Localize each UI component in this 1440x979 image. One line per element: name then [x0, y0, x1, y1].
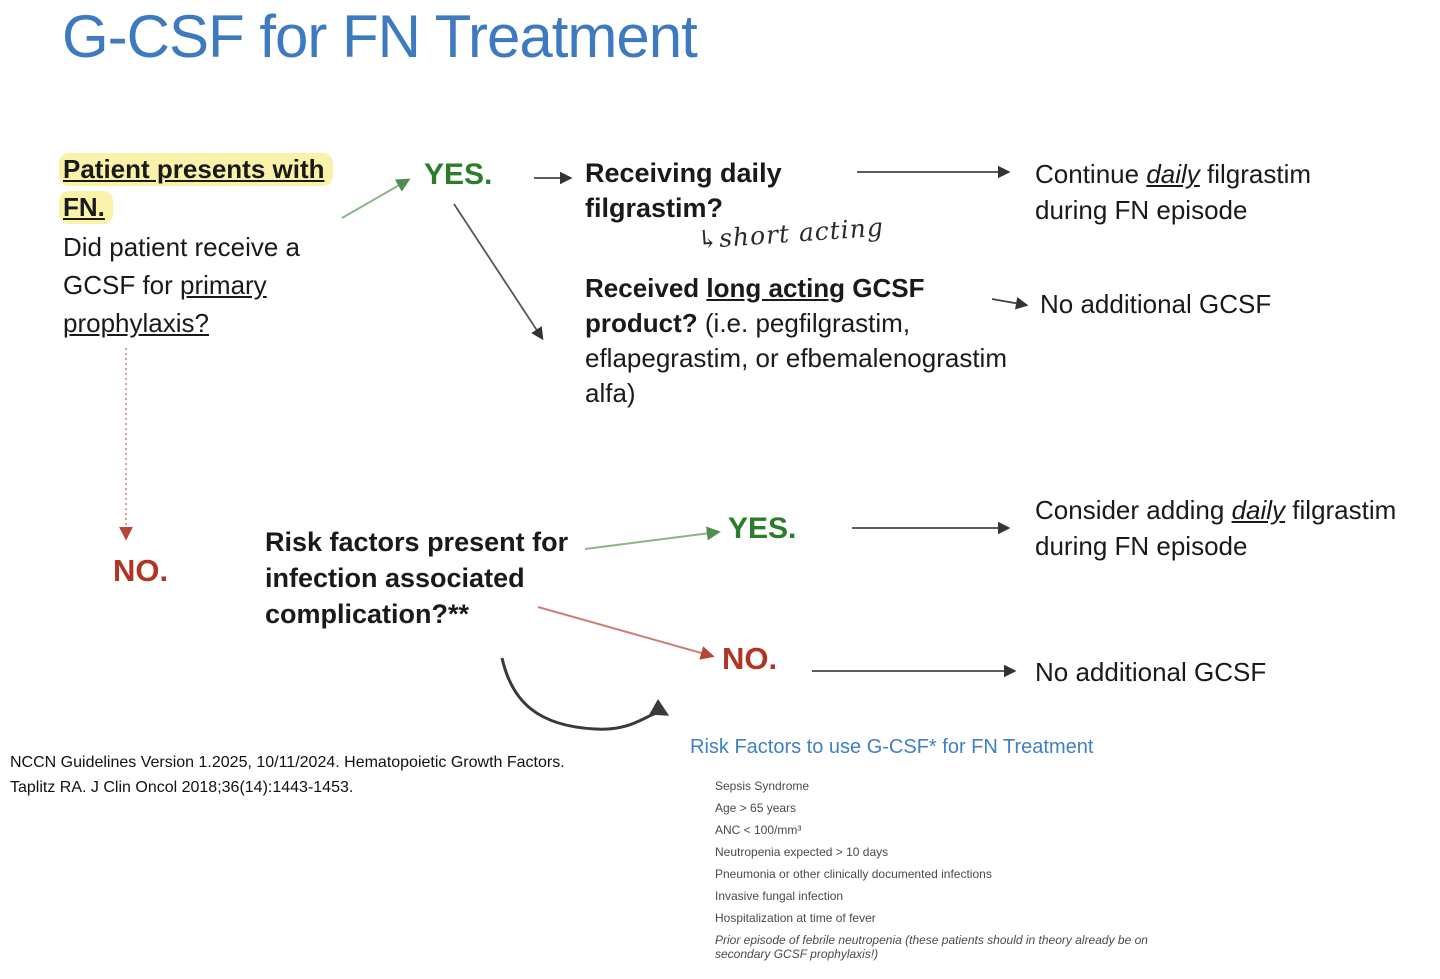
arrow-start-to-yes1 — [341, 178, 411, 219]
long-acting-bold-pre: Received — [585, 273, 707, 303]
start-question-underlined: primary prophylaxis? — [63, 270, 267, 338]
arrow-risk-to-yes2 — [584, 526, 721, 550]
start-question-text: Did patient receive a GCSF for — [63, 232, 301, 300]
daily-filgrastim-question: Receiving daily filgrastim? — [585, 158, 782, 223]
outcome-continue-daily: Continue daily filgrastim during FN epis… — [1035, 156, 1370, 228]
branch1-no-label: NO. — [113, 553, 169, 588]
branch2-no-label: NO. — [722, 641, 778, 676]
page-title: G-CSF for FN Treatment — [62, 3, 698, 70]
risk-factor-item: ANC < 100/mm³ — [715, 823, 802, 837]
branch1-yes-label: YES. — [424, 158, 493, 191]
citation-line-2: Taplitz RA. J Clin Oncol 2018;36(14):144… — [10, 779, 354, 796]
risk-factor-item: Invasive fungal infection — [715, 889, 844, 903]
long-acting-question: Received long acting GCSF product? (i.e.… — [585, 271, 1010, 411]
continue-pre: Continue — [1035, 159, 1147, 189]
continue-emph: daily — [1146, 159, 1200, 189]
long-acting-underlined: long acting — [706, 273, 846, 303]
consider-post: filgrastim during FN episode — [1035, 495, 1397, 561]
risk-factor-item: Age > 65 years — [715, 801, 797, 815]
consider-pre: Consider adding — [1035, 495, 1232, 525]
start-node-question: Did patient receive a GCSF for primary p… — [63, 228, 325, 342]
citation-line-1: NCCN Guidelines Version 1.2025, 10/11/20… — [10, 754, 565, 771]
arrow-yes1-to-long-acting — [453, 203, 544, 341]
risk-factor-item: Hospitalization at time of fever — [715, 911, 876, 925]
continue-post: filgrastim during FN episode — [1035, 159, 1312, 225]
risk-factor-panel-heading: Risk Factors to use G-CSF* for FN Treatm… — [690, 736, 1094, 758]
risk-factor-panel-list: Sepsis Syndrome Age > 65 years ANC < 100… — [715, 779, 1155, 969]
branch2-yes-label: YES. — [728, 512, 797, 545]
citation: NCCN Guidelines Version 1.2025, 10/11/20… — [10, 750, 630, 800]
risk-factor-item: Sepsis Syndrome — [715, 779, 810, 793]
risk-factor-item: Pneumonia or other clinically documented… — [715, 867, 992, 881]
long-acting-detail: (i.e. pegfilgrastim, eflapegrastim, or e… — [585, 308, 1007, 408]
consider-emph: daily — [1231, 495, 1286, 525]
outcome-consider-daily: Consider adding daily filgrastim during … — [1035, 492, 1407, 564]
risk-factor-question: Risk factors present for infection assoc… — [265, 527, 569, 629]
start-node-highlight: Patient presents with FN. — [59, 153, 333, 224]
risk-factor-item: Neutropenia expected > 10 days — [715, 845, 889, 859]
outcome-no-additional-1: No additional GCSF — [1040, 289, 1272, 319]
arrow-curved-to-risk-factor-panel — [500, 657, 670, 731]
risk-factor-item: Prior episode of febrile neutropenia (th… — [715, 933, 1148, 961]
outcome-no-additional-2: No additional GCSF — [1035, 657, 1267, 687]
long-acting-bold-post: GCSF product? — [585, 273, 925, 338]
start-node: Patient presents with FN. Did patient re… — [59, 150, 333, 342]
